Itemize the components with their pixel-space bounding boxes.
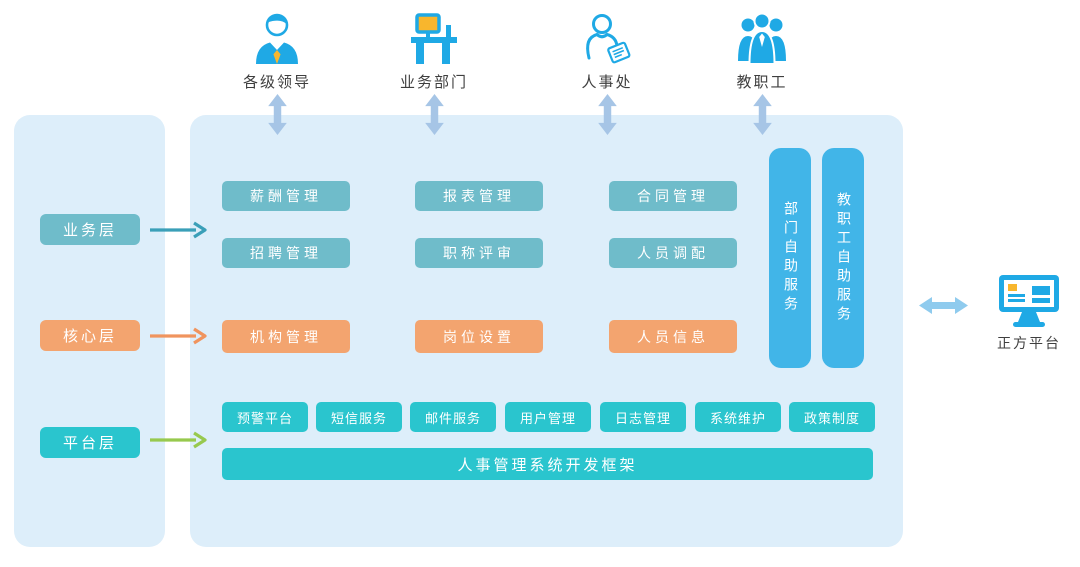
actor-label: 教职工 xyxy=(736,73,788,91)
business-layer-arrow-icon xyxy=(150,221,207,239)
leader-person-icon xyxy=(256,13,298,64)
vertical-double-arrow-icon xyxy=(424,94,444,135)
framework-bar: 人事管理系统开发框架 xyxy=(222,448,873,480)
service-desk-icon xyxy=(411,13,457,64)
vertical-double-arrow-icon xyxy=(752,94,772,135)
actor-label: 各级领导 xyxy=(242,73,311,91)
module-box: 薪酬管理 xyxy=(222,181,350,211)
module-box: 人员调配 xyxy=(609,238,737,268)
actor-business-department: 业务部门 xyxy=(372,12,496,135)
horizontal-double-arrow-icon xyxy=(919,297,968,314)
platform-module-box: 系统维护 xyxy=(695,402,781,432)
layer-label-core: 核心层 xyxy=(40,320,140,351)
external-platform: 正方平台 xyxy=(988,274,1070,353)
actor-leaders: 各级领导 xyxy=(215,12,339,135)
external-platform-label: 正方平台 xyxy=(997,336,1061,352)
actor-label: 业务部门 xyxy=(399,73,468,91)
actor-hr-office: 人事处 xyxy=(545,12,669,135)
layer-label-platform: 平台层 xyxy=(40,427,140,458)
module-box: 合同管理 xyxy=(609,181,737,211)
module-box: 职称评审 xyxy=(415,238,543,268)
core-module-box: 机构管理 xyxy=(222,320,350,353)
layer-label-business: 业务层 xyxy=(40,214,140,245)
actor-label: 人事处 xyxy=(581,73,633,91)
platform-layer-arrow-icon xyxy=(150,431,207,449)
actor-faculty-staff: 教职工 xyxy=(700,12,824,135)
monitor-icon xyxy=(999,275,1059,327)
platform-module-box: 预警平台 xyxy=(222,402,308,432)
staff-self-service-bar: 教职工自助服务 xyxy=(822,148,864,368)
core-layer-arrow-icon xyxy=(150,327,207,345)
platform-module-box: 邮件服务 xyxy=(410,402,496,432)
department-self-service-bar: 部门自助服务 xyxy=(769,148,811,368)
vertical-double-arrow-icon xyxy=(267,94,287,135)
person-with-document-icon xyxy=(586,14,631,64)
platform-module-box: 政策制度 xyxy=(789,402,875,432)
platform-module-box: 日志管理 xyxy=(600,402,686,432)
core-module-box: 岗位设置 xyxy=(415,320,543,353)
module-box: 报表管理 xyxy=(415,181,543,211)
platform-module-box: 短信服务 xyxy=(316,402,402,432)
vertical-double-arrow-icon xyxy=(597,94,617,135)
platform-module-box: 用户管理 xyxy=(505,402,591,432)
core-module-box: 人员信息 xyxy=(609,320,737,353)
module-box: 招聘管理 xyxy=(222,238,350,268)
people-group-icon xyxy=(738,12,786,64)
